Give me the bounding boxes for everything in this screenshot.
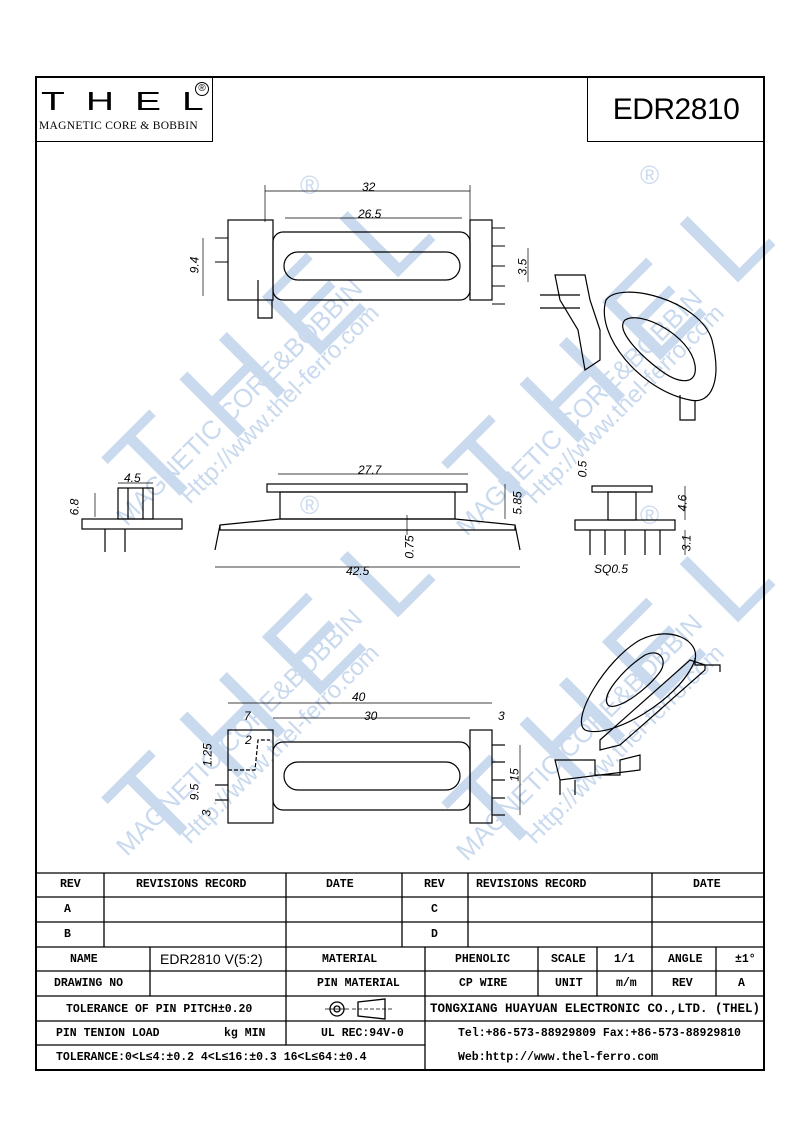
dim-bottom-pin-pitch: 3: [199, 809, 214, 817]
pin-pitch-tolerance: TOLERANCE OF PIN PITCH±0.20: [66, 1003, 253, 1016]
pin-material-label: PIN MATERIAL: [317, 977, 400, 990]
rev-c: C: [431, 903, 438, 916]
dim-pin-span: 9.5: [187, 783, 202, 801]
drawing-no-label: DRAWING NO: [54, 977, 124, 990]
logo-box: [35, 76, 213, 142]
date-header-2: DATE: [693, 878, 721, 891]
rev-header: REV: [60, 878, 81, 891]
dim-bottom-window: 30: [364, 709, 378, 723]
rev-label: REV: [672, 977, 693, 990]
side-view-left: [81, 482, 183, 552]
pin-tension-label: PIN TENION LOAD: [56, 1027, 160, 1040]
dim-window-width: 26.5: [358, 207, 382, 221]
pin-material-value: CP WIRE: [459, 977, 508, 990]
rev-value: A: [738, 977, 745, 990]
dim-left-offset: 7: [244, 709, 251, 723]
company-name: TONGXIANG HUAYUAN ELECTRONIC CO.,LTD. (T…: [430, 1002, 761, 1016]
tel-fax: Tel:+86-573-88929809 Fax:+86-573-8892981…: [458, 1027, 741, 1040]
dim-step: 2: [245, 733, 252, 747]
dim-side-width: 4.5: [124, 471, 141, 485]
scale-value: 1/1: [614, 953, 635, 966]
logo-wordmark: THEL: [41, 86, 225, 116]
dim-overall-width: 32: [362, 180, 376, 194]
isometric-view-bottom: [554, 633, 721, 795]
unit-label: UNIT: [555, 977, 583, 990]
scale-label: SCALE: [551, 953, 586, 966]
rev-d: D: [431, 928, 438, 941]
model-box: [587, 76, 765, 142]
name-value: EDR2810 V(5:2): [160, 951, 263, 967]
revisions-header: REVISIONS RECORD: [136, 878, 247, 891]
dim-thickness: 0.75: [402, 535, 417, 559]
ul-rec: UL REC:94V-0: [321, 1027, 404, 1040]
front-view: [214, 473, 521, 568]
rev-header-2: REV: [424, 878, 445, 891]
registered-mark: ®: [195, 82, 209, 96]
dim-right-height: 4.6: [675, 494, 690, 512]
dim-front-overall: 42.5: [346, 564, 370, 578]
title-block-grid: [35, 872, 765, 1070]
date-header: DATE: [326, 878, 354, 891]
dim-bottom-height: 15: [507, 768, 522, 782]
bottom-view: [215, 702, 521, 824]
dim-pitch: 1.25: [200, 743, 215, 767]
material-label: MATERIAL: [322, 953, 378, 966]
rev-a: A: [64, 903, 71, 916]
dim-flange-width: 27.7: [358, 463, 382, 477]
dim-pin-length: 3.1: [679, 534, 694, 552]
rev-b: B: [64, 928, 71, 941]
side-view-right: [574, 485, 686, 555]
angle-label: ANGLE: [668, 953, 703, 966]
dim-top-thickness: 0.5: [575, 460, 590, 478]
revisions-header-2: REVISIONS RECORD: [476, 878, 587, 891]
top-view: [202, 185, 529, 319]
general-tolerance: TOLERANCE:0<L≤4:±0.2 4<L≤16:±0.3 16<L≤64…: [56, 1051, 367, 1064]
dim-right-offset: 3: [498, 709, 505, 723]
dim-pin-size: SQ0.5: [594, 562, 629, 576]
web-address: Web:http://www.thel-ferro.com: [458, 1051, 659, 1064]
name-label: NAME: [70, 953, 98, 966]
dim-height: 9.4: [187, 256, 202, 274]
unit-value: m/m: [616, 977, 637, 990]
dim-front-height: 5.85: [510, 491, 525, 515]
model-title: EDR2810: [612, 93, 740, 126]
dim-pin-pitch: 3.5: [515, 258, 530, 276]
pin-tension-unit: kg MIN: [224, 1027, 266, 1040]
material-value: PHENOLIC: [455, 953, 511, 966]
logo-subtitle: MAGNETIC CORE & BOBBIN: [39, 120, 198, 132]
dim-side-height: 6.8: [67, 498, 82, 516]
drawing-sheet: [35, 76, 765, 1071]
dim-bottom-overall: 40: [352, 690, 366, 704]
angle-value: ±1°: [735, 953, 756, 966]
isometric-view-top: [540, 274, 717, 421]
